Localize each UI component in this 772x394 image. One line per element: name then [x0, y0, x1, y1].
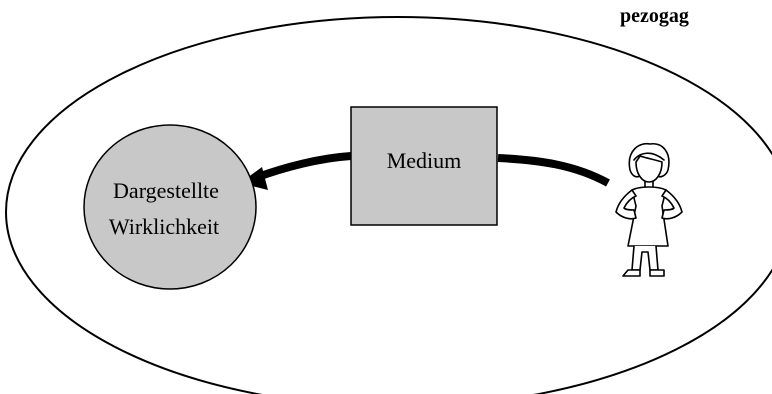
reality-label-line1: Dargestellte: [113, 178, 219, 203]
reality-label-line2: Wirklichkeit: [109, 214, 219, 239]
person-figure-icon: [615, 142, 683, 277]
depicted-reality-ellipse: [83, 124, 257, 290]
arrow-medium-to-reality: [253, 152, 352, 182]
connector-person-to-medium: [497, 154, 610, 187]
medium-box: [350, 106, 498, 226]
top-label-background: [560, 0, 772, 30]
top-partial-text: pezogag: [620, 5, 689, 27]
medium-label: Medium: [387, 148, 462, 173]
outer-context-ellipse: [5, 16, 772, 394]
